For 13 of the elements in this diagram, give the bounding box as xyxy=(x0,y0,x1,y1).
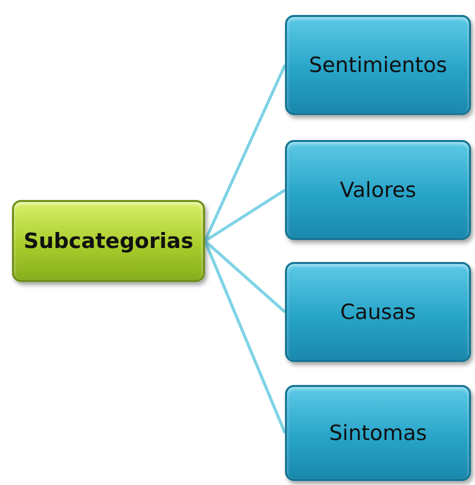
category-box xyxy=(12,200,205,282)
subcategory-box xyxy=(285,140,471,240)
node-label: Subcategorias xyxy=(24,229,194,253)
connector-line xyxy=(204,188,286,242)
subcategory-box xyxy=(285,385,471,481)
subcategory-box xyxy=(285,15,471,115)
node-label: Causas xyxy=(340,300,416,324)
connector-line xyxy=(204,64,286,242)
subcategory-box xyxy=(285,262,471,362)
connector-line xyxy=(204,240,286,314)
node-label: Sintomas xyxy=(329,421,427,445)
node-label: Sentimientos xyxy=(308,53,448,77)
node-label: Valores xyxy=(340,178,416,202)
